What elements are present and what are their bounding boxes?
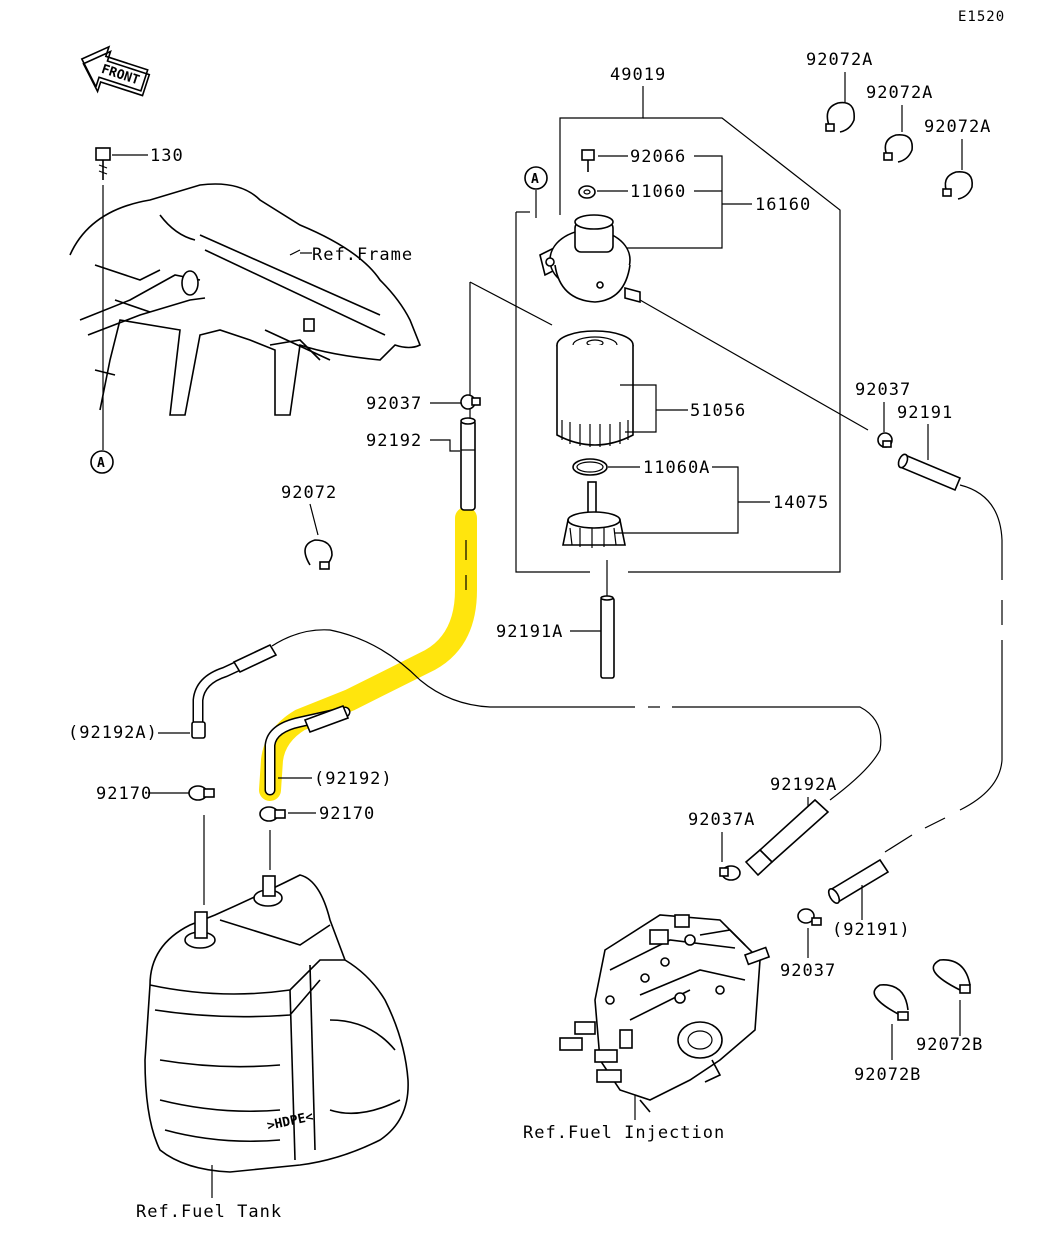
part-label-92072b-right: 92072B (916, 1035, 983, 1055)
callout-a-left[interactable]: A (90, 450, 114, 474)
ref-frame-label: Ref.Frame (312, 245, 413, 265)
diagram-code: E1520 (958, 9, 1005, 25)
part-label-16160: 16160 (755, 195, 811, 215)
hose-92191[interactable] (897, 453, 962, 492)
part-label-92072a-3: 92072A (924, 117, 991, 137)
part-label-92037-top: 92037 (366, 394, 422, 414)
bolt-130[interactable] (95, 147, 111, 180)
part-label-11060: 11060 (630, 182, 686, 202)
clamp-92072b-left[interactable] (873, 984, 909, 1021)
ref-fuel-tank-label: Ref.Fuel Tank (136, 1202, 282, 1222)
part-label-92072a-2: 92072A (866, 83, 933, 103)
filter-cartridge-51056[interactable] (556, 330, 634, 447)
front-arrow-icon: FRONT (80, 45, 151, 97)
clamp-92037a[interactable] (719, 865, 741, 881)
part-label-92170-left: 92170 (96, 784, 152, 804)
hose-92192a-right[interactable] (744, 798, 830, 877)
fuel-injection-pump-illustration (559, 914, 771, 1113)
hose-92192-lower[interactable] (264, 704, 351, 796)
part-label-92072b-left: 92072B (854, 1065, 921, 1085)
clamp-92170-right[interactable] (259, 806, 286, 822)
part-label-92037a: 92037A (688, 810, 755, 830)
clamp-92037-top[interactable] (460, 394, 481, 410)
filter-head[interactable] (539, 214, 641, 304)
part-label-92191: 92191 (897, 403, 953, 423)
part-label-49019: 49019 (610, 65, 666, 85)
part-label-92066: 92066 (630, 147, 686, 167)
callout-a-left-label: A (97, 456, 105, 471)
part-label-130: 130 (150, 146, 184, 166)
water-sep-bowl-14075[interactable] (562, 481, 626, 548)
part-label-92072a-1: 92072A (806, 50, 873, 70)
hose-92191-lower[interactable] (827, 858, 890, 905)
clamp-92072a-2[interactable] (883, 133, 913, 163)
part-label-14075: 14075 (773, 493, 829, 513)
part-label-92192a: 92192A (770, 775, 837, 795)
ref-fuel-injection-label: Ref.Fuel Injection (523, 1123, 725, 1143)
frame-illustration (69, 183, 422, 416)
callout-a-top[interactable]: A (524, 166, 548, 190)
part-label-92192-top: 92192 (366, 431, 422, 451)
part-label-51056: 51056 (690, 401, 746, 421)
part-label-92072: 92072 (281, 483, 337, 503)
clamp-92072a-3[interactable] (942, 170, 973, 200)
part-label-11060a: 11060A (643, 458, 710, 478)
clamp-92072a-1[interactable] (825, 101, 855, 133)
clamp-92037-bottom[interactable] (797, 908, 822, 926)
bolt-92066[interactable] (581, 149, 595, 172)
part-label-92192a-paren: (92192A) (68, 723, 158, 743)
part-label-92191a: 92191A (496, 622, 563, 642)
clamp-92037-right[interactable] (877, 432, 893, 448)
part-label-92192-paren: (92192) (314, 769, 393, 789)
clamp-92072[interactable] (304, 539, 333, 570)
o-ring-11060a[interactable] (572, 458, 608, 476)
hose-92192-top[interactable] (460, 417, 476, 511)
part-label-92037-right: 92037 (855, 380, 911, 400)
part-label-92191-paren: (92191) (832, 920, 911, 940)
part-label-92037-bottom: 92037 (780, 961, 836, 981)
clamp-92072b-right[interactable] (932, 959, 971, 994)
hose-92191a[interactable] (600, 595, 615, 679)
hose-92192a-left[interactable] (191, 643, 278, 739)
part-label-92170-right: 92170 (319, 804, 375, 824)
fuel-tank-illustration: >HDPE< (144, 874, 409, 1173)
clamp-92170-left[interactable] (188, 785, 215, 801)
highlighted-hose-92192[interactable] (259, 507, 477, 801)
callout-a-top-label: A (531, 172, 539, 187)
washer-11060[interactable] (578, 185, 596, 199)
